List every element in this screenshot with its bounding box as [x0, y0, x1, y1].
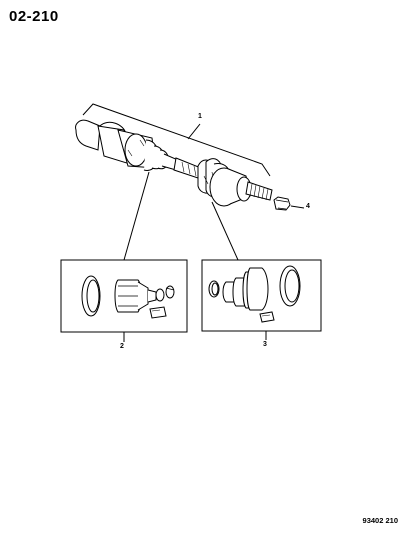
hub-nut — [273, 196, 305, 211]
leader-line-kit-left — [123, 171, 150, 261]
callout-kit-outer: 3 — [263, 341, 267, 348]
page-code: 02-210 — [9, 8, 59, 25]
kit-box-inner — [60, 259, 188, 342]
footer-reference: 93402 210 — [362, 516, 398, 525]
inner-boot — [143, 139, 179, 171]
outer-joint-housing — [209, 167, 252, 207]
threaded-stub — [245, 181, 273, 201]
callout-assembly: 1 — [198, 113, 202, 120]
leader-line-kit-right — [211, 201, 239, 261]
kit-box-outer — [201, 259, 322, 340]
callout-nut: 4 — [306, 203, 310, 210]
callout-kit-inner: 2 — [120, 343, 124, 350]
inner-joint-housing — [75, 119, 157, 169]
assembly-bracket — [82, 103, 271, 177]
